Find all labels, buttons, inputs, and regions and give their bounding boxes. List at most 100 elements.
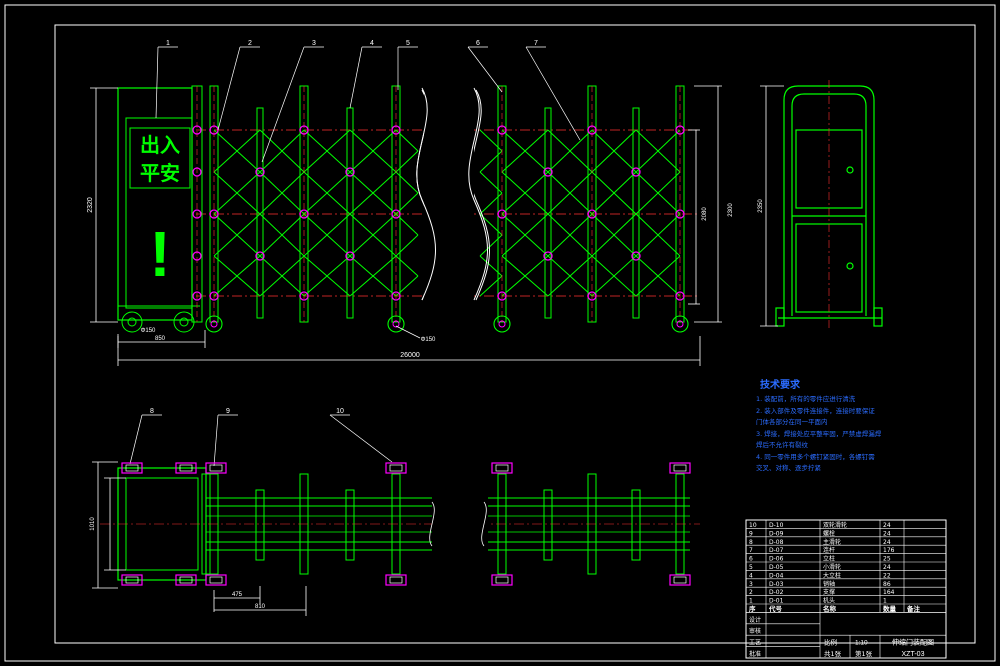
link-bar [395,150,419,173]
link-bar [213,129,261,173]
notes-line-3: 门体各部分在同一平面内 [756,417,828,426]
balloon-leader [261,46,305,163]
balloon-number: 10 [336,408,344,415]
link-bar [349,171,397,215]
link-bar [303,255,351,297]
title-label-process: 工艺 [749,639,761,647]
plan-wheel-pad-inner [179,576,193,584]
link-bar [501,129,549,173]
dim-total-length-label: 26000 [400,352,420,359]
title-sheets: 共1张 [824,649,842,658]
plan-break-right [481,501,487,547]
balloon-leader [217,46,241,131]
balloon-number: 2 [248,40,252,47]
side-foot-left [775,307,785,327]
post-wheel [493,315,511,333]
link-bar [395,234,419,257]
notes-line-1: 1. 装配前，所有的零件应进行清洗 [756,394,856,403]
link-bar [501,171,549,215]
link-bar [303,129,351,173]
balloon-leader [129,414,143,465]
table-cell: D-02 [769,589,784,596]
plan-wheel-pad [121,574,143,586]
pivot-pin [299,291,309,301]
table-cell: D-01 [769,598,784,605]
plan-wheel-pad [121,462,143,474]
technical-notes: 技术要求 1. 装配前，所有的零件应进行清洗 2. 装入部件及零件连接件，连接时… [756,378,882,472]
plan-wheel-pad [205,462,227,474]
plan-wheel-pad [669,462,691,474]
head-wheel-left-hub [127,317,137,327]
link-bar [259,255,305,297]
dim-plan-gap-2-label: 810 [255,604,266,610]
post-wheel-hub [210,320,218,328]
head-sign-frame [129,127,191,189]
plan-wheel-pad-inner [389,464,403,472]
link-bar [479,234,503,257]
pivot-pin [497,209,507,219]
plan-wheel-pad [175,462,197,474]
table-cell: 1 [883,598,887,605]
table-cell: D-04 [769,572,784,579]
side-lock-lower [846,262,854,270]
title-label-approve: 批准 [749,650,761,658]
link-bar [303,171,351,215]
link-bar [395,255,419,277]
pivot-pin [675,209,685,219]
pivot-pins [192,125,685,301]
notes-line-7: 交叉、对称、逐步拧紧 [756,463,822,472]
plan-wheel-pad-inner [125,576,139,584]
plan-view [100,462,700,586]
table-cell: 机头 [823,597,835,605]
dim-wheel-mid-label: Φ150 [421,337,436,343]
table-cell: 3 [749,581,753,588]
pivot-pin [255,251,265,261]
plan-wheel-pad [205,574,227,586]
title-sheet: 第1张 [855,649,873,658]
table-cell: D-06 [769,556,784,563]
plan-wheel-pad [669,574,691,586]
balloon-leader [467,46,503,93]
table-cell: 连杆 [823,546,835,554]
link-bar [547,129,593,173]
post-wheel-hub [392,320,400,328]
notes-title: 技术要求 [760,378,801,391]
balloon-number: 1 [166,40,170,47]
dim-plan-gaps [213,586,307,616]
pivot-pin [675,125,685,135]
dim-plan-gap-1-label: 475 [232,592,243,598]
table-cell: D-08 [769,539,784,546]
pivot-pin [497,291,507,301]
pivot-pin [675,291,685,301]
head-wheel-right [173,311,195,333]
balloon-leader [155,46,159,119]
notes-line-5: 焊后不允许有裂纹 [756,440,809,449]
link-bar [303,213,351,257]
notes-line-2: 2. 装入部件及零件连接件，连接时要保证 [756,406,875,415]
pivot-pin [587,209,597,219]
dim-right-height-2-label: 2300 [728,203,734,217]
plan-break-left [429,501,435,547]
pivot-pin [391,291,401,301]
front-view: 出入 平安 ! 26000 [87,40,734,467]
plan-wheel-pad [175,574,197,586]
link-bar [591,129,637,173]
link-bar [591,213,637,257]
link-bar [213,213,261,257]
plan-wheel-pad [491,574,513,586]
link-bar [635,129,681,173]
pivot-pin [345,251,355,261]
link-bar [501,255,549,297]
plan-wheel-pad [385,462,407,474]
pivot-pin [255,167,265,177]
pivot-pin [391,125,401,135]
table-cell: D-05 [769,564,784,571]
link-bar [501,213,549,257]
pivot-pin [192,125,202,135]
dim-left-height [90,87,118,323]
link-bar [259,129,305,173]
plan-wheel-pad-inner [209,576,223,584]
table-header-cell: 序 [748,604,756,613]
balloon-number: 5 [406,40,410,47]
